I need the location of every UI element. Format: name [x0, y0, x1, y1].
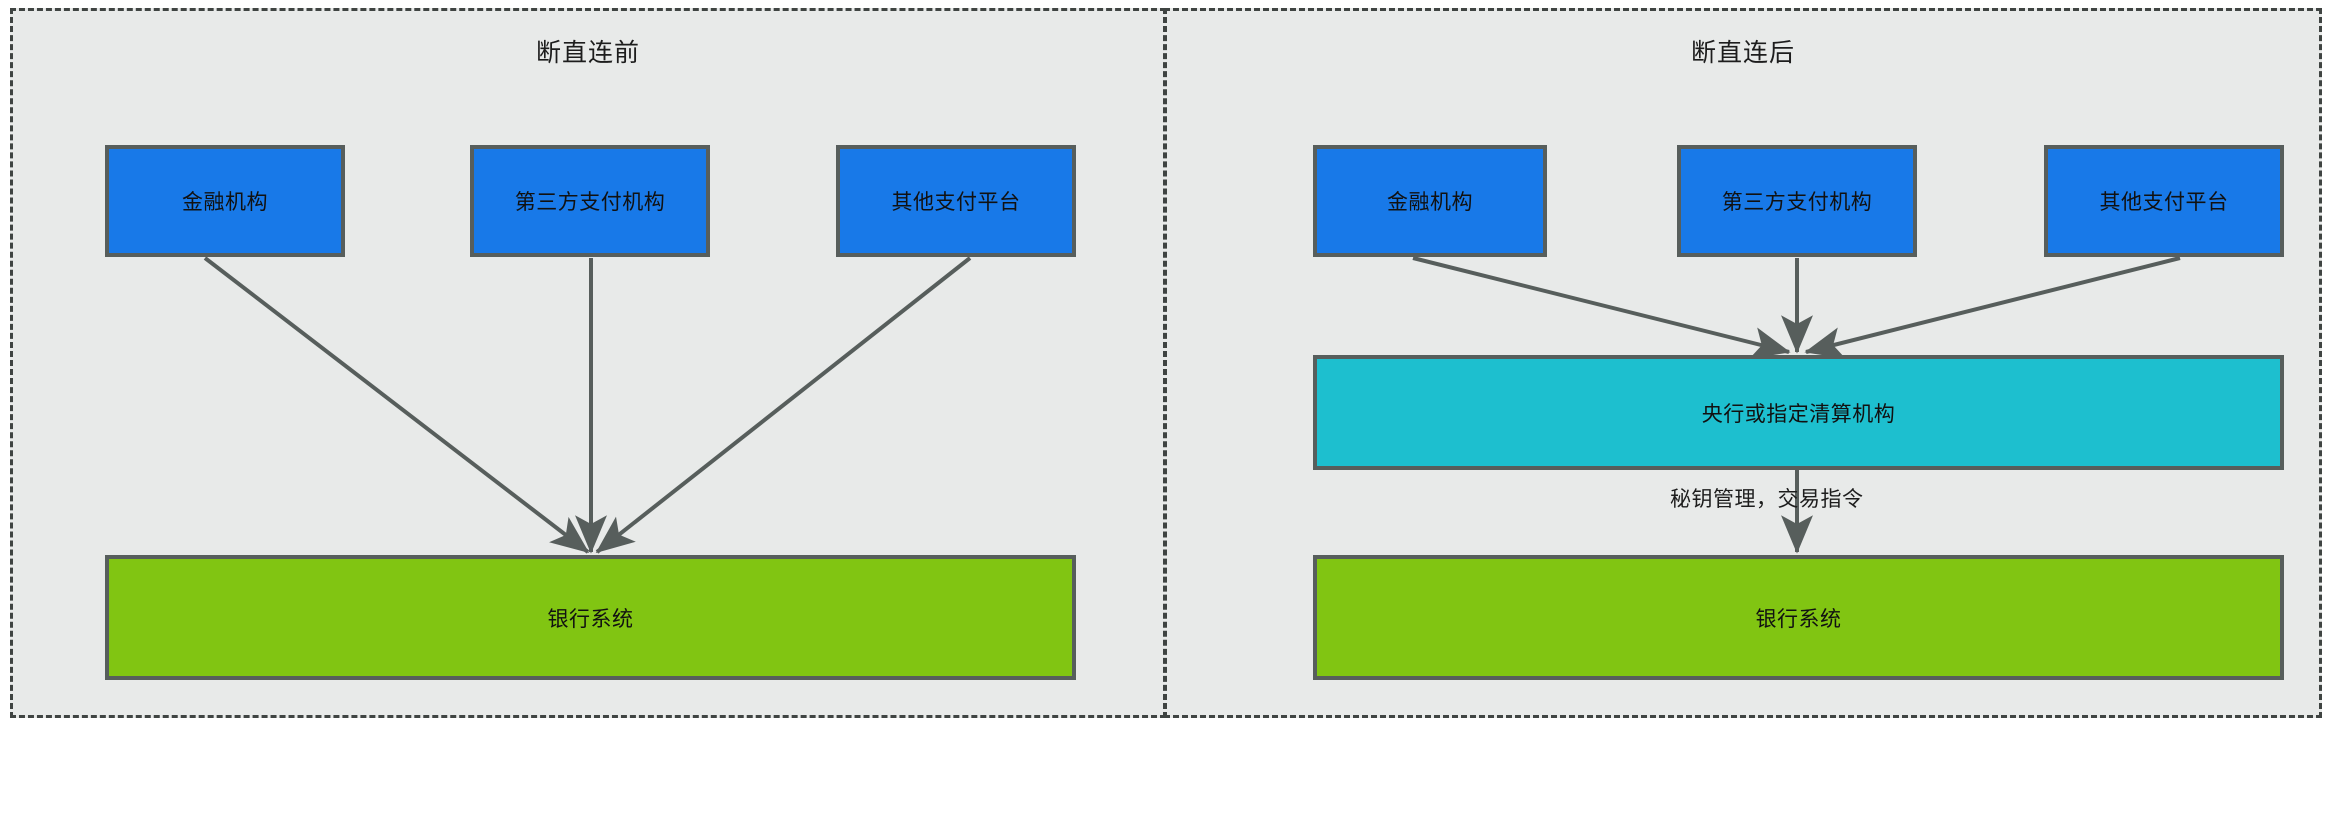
node-label: 金融机构: [182, 191, 268, 214]
node-third-party-payment-after[interactable]: 第三方支付机构: [1677, 145, 1917, 257]
panel-after-title: 断直连后: [1690, 39, 1795, 67]
node-label: 其他支付平台: [891, 191, 1021, 214]
node-label: 银行系统: [547, 607, 634, 631]
node-other-payment-platform-after[interactable]: 其他支付平台: [2044, 145, 2284, 257]
node-label: 央行或指定清算机构: [1701, 402, 1896, 426]
node-bank-system-before[interactable]: 银行系统: [105, 555, 1076, 680]
node-label: 金融机构: [1387, 191, 1473, 214]
node-label: 银行系统: [1755, 607, 1842, 631]
edge-label-key-management: 秘钥管理，交易指令: [1670, 488, 1864, 511]
node-financial-institution-before[interactable]: 金融机构: [105, 145, 345, 257]
node-label: 第三方支付机构: [514, 191, 666, 214]
node-financial-institution-after[interactable]: 金融机构: [1313, 145, 1547, 257]
node-bank-system-after[interactable]: 银行系统: [1313, 555, 2284, 680]
node-label: 其他支付平台: [2099, 191, 2229, 214]
node-other-payment-platform-before[interactable]: 其他支付平台: [836, 145, 1076, 257]
node-central-bank-clearing[interactable]: 央行或指定清算机构: [1313, 355, 2284, 470]
panel-before-title: 断直连前: [535, 39, 640, 67]
node-third-party-payment-before[interactable]: 第三方支付机构: [470, 145, 710, 257]
node-label: 第三方支付机构: [1721, 191, 1873, 214]
